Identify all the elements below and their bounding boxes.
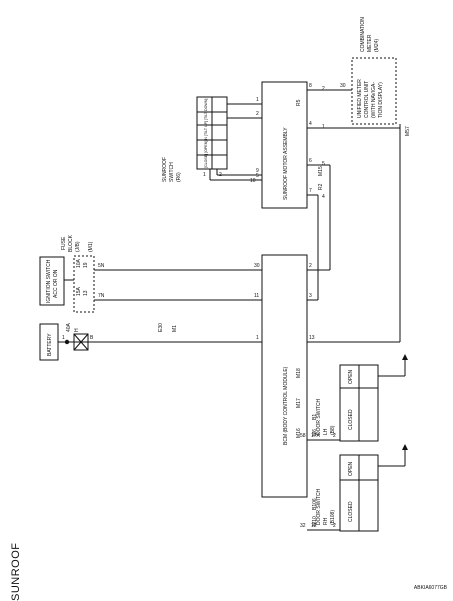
- fuse-10a: 10A: [76, 258, 82, 268]
- unified-label-1: UNIFIED METER: [357, 79, 363, 118]
- wire-r3: 5: [322, 161, 325, 167]
- wire-bcm-32: 32: [300, 523, 306, 529]
- ignition-label-1: IGNITION SWITCH: [46, 259, 52, 303]
- wire-motor-1: 1: [256, 97, 259, 103]
- switch-label-2: SWITCH: [169, 162, 175, 182]
- door-rh-closed: CLOSED: [348, 501, 354, 522]
- bcm-box: [261, 254, 308, 498]
- fuse-15a-ref: 13: [83, 290, 89, 296]
- ignition-label-2: ACC OR ON: [53, 269, 59, 298]
- wire-bcm-58: 58: [300, 433, 306, 439]
- e30-connector: E30: [158, 323, 164, 332]
- door-rh-label-1: DOOR SWITCH: [316, 489, 322, 525]
- switch-header: [CLOSE] [OPEN] N [TILT UP] [TILT DOWN]: [204, 99, 208, 168]
- motor-label: SUNROOF MOTOR ASSEMBLY: [283, 127, 289, 200]
- switch-label-1: SUNROOF: [162, 157, 168, 182]
- b106-connector: B106: [312, 498, 318, 510]
- wire-7n: 7N: [98, 293, 105, 299]
- door-lh-label-3: (B8): [330, 425, 336, 435]
- wire-motor-8: 8: [309, 83, 312, 89]
- motor-conn: R5: [296, 99, 302, 106]
- wire-bcm-3: 3: [309, 293, 312, 299]
- door-lh-label-2: LH: [323, 428, 329, 435]
- wire-motor-9: 9: [256, 168, 259, 174]
- wire-bcm-1: 1: [256, 335, 259, 341]
- m15-connector: M15: [318, 166, 324, 176]
- switch-label-3: (R6): [176, 172, 182, 182]
- r2-connector: R2: [318, 183, 324, 190]
- wire-motor-10: 10: [250, 178, 256, 184]
- wire-bcm-13: 13: [309, 335, 315, 341]
- wire-bcm-30: 30: [254, 263, 260, 269]
- wire-motor-2: 2: [256, 111, 259, 117]
- wire-sw-1: 1: [203, 172, 206, 178]
- wire-40a: B: [90, 335, 94, 341]
- wire-sw-2: 2: [219, 172, 222, 178]
- wire-bcm-2: 2: [309, 263, 312, 269]
- figure-code: ABKIA6077GB: [413, 585, 447, 591]
- fuse-15a: 15A: [76, 286, 82, 296]
- door-rh-label-3: (B108): [330, 510, 336, 525]
- fuse-label-2: BLOCK: [68, 234, 74, 252]
- wire-r2: 1: [322, 124, 325, 130]
- battery-label: BATTERY: [47, 333, 53, 356]
- wire-5n: 5N: [98, 263, 105, 269]
- wire-door-lh: 2: [333, 433, 336, 439]
- wire-r4: 4: [322, 194, 325, 200]
- door-rh-open: OPEN: [348, 461, 354, 476]
- fuse-label-3: (J/B): [75, 241, 81, 252]
- ignition-box: [39, 256, 65, 306]
- bcm-conn-1: M16: [296, 428, 302, 438]
- fuse-label-4: (M1): [88, 241, 94, 252]
- unified-label-4: TION DISPLAY): [378, 82, 384, 118]
- combo-label-3: (M24): [374, 39, 380, 52]
- wire-battery: 1: [62, 335, 65, 341]
- motor-box: [261, 81, 308, 209]
- bcm-conn-2: M17: [296, 398, 302, 408]
- unified-label-3: (WITH NAVIGA-: [371, 82, 377, 118]
- fuse-block-box: [73, 255, 95, 313]
- fuse-40a-ref: H: [74, 328, 80, 332]
- wire-12: 12: [311, 523, 317, 529]
- combo-label-2: METER: [367, 34, 373, 52]
- bcm-conn-3: M18: [296, 368, 302, 378]
- m6-connector: M6: [312, 429, 318, 436]
- combo-label-1: COMBINATION: [360, 17, 366, 52]
- wire-motor-6: 6: [309, 158, 312, 164]
- fuse-10a-ref: 19: [83, 262, 89, 268]
- wire-bcm-11: 11: [254, 293, 259, 299]
- m10-connector: M10: [312, 516, 318, 526]
- b1-connector: B1: [312, 414, 318, 420]
- wire-motor-7: 7: [309, 188, 312, 194]
- wire-r1: 2: [322, 86, 325, 92]
- m57-connector: M57: [405, 126, 411, 136]
- unified-label-2: CONTROL UNIT: [364, 81, 370, 118]
- wire-30: 30: [340, 83, 346, 89]
- unified-meter-box: [351, 57, 397, 125]
- bcm-label: BCM (BODY CONTROL MODULE): [283, 366, 289, 445]
- fuse-40a: 40A: [66, 322, 72, 332]
- door-rh-label-2: RH: [323, 517, 329, 525]
- wire-17a: 17A: [311, 433, 321, 439]
- m1-connector: M1: [172, 325, 178, 332]
- wire-motor-4: 4: [309, 121, 312, 127]
- door-lh-open: OPEN: [348, 369, 354, 384]
- wire-door-rh: 2: [333, 523, 336, 529]
- door-lh-label-1: DOOR SWITCH: [316, 399, 322, 435]
- fuse-label-1: FUSE: [61, 236, 67, 250]
- door-lh-closed: CLOSED: [348, 409, 354, 430]
- wire-motor-5: 5: [256, 173, 259, 179]
